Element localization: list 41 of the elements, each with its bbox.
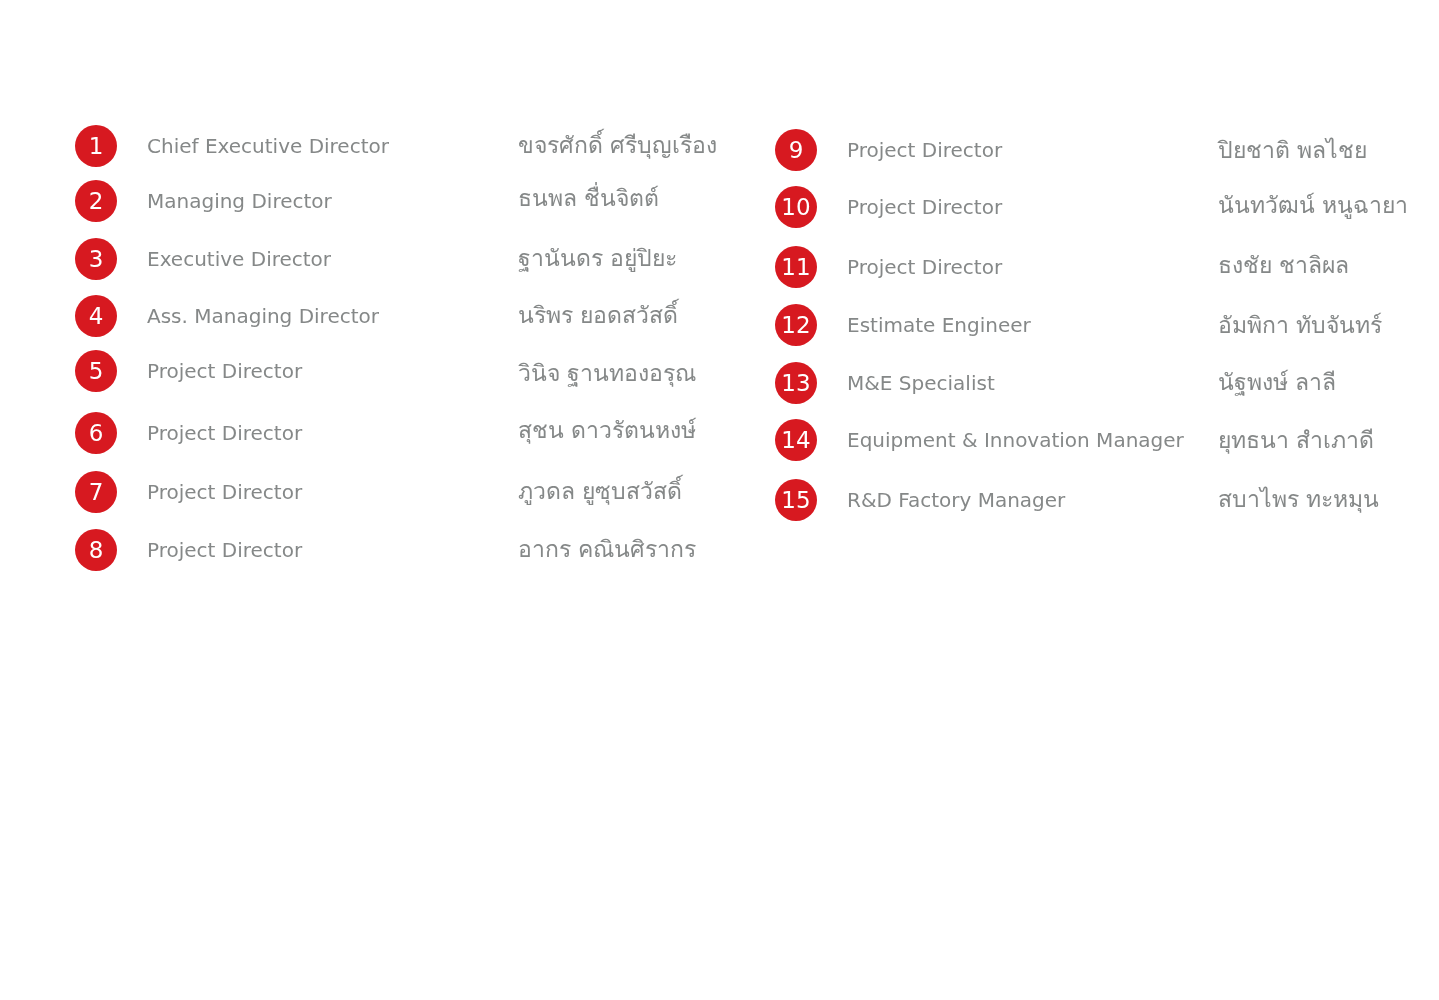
job-title: Managing Director [147,190,332,212]
number-badge: 14 [775,419,817,461]
number-badge: 3 [75,238,117,280]
job-title: Ass. Managing Director [147,305,379,327]
job-title: Executive Director [147,248,332,270]
number-badge: 13 [775,362,817,404]
number-badge: 11 [775,246,817,288]
person-name: ธงชัย ชาลิผล [1218,252,1350,280]
number-badge: 10 [775,186,817,228]
number-badge: 15 [775,479,817,521]
person-name: นันทวัฒน์ หนูฉายา [1218,192,1409,220]
number-badge: 7 [75,471,117,513]
job-title: Project Director [847,256,1003,278]
job-title: Chief Executive Director [147,135,389,157]
number-badge: 2 [75,180,117,222]
job-title: R&D Factory Manager [847,489,1066,511]
person-name: ยุทธนา สำเภาดี [1218,427,1375,455]
number-badge: 6 [75,412,117,454]
job-title: Project Director [847,139,1003,161]
job-title: Project Director [147,360,303,382]
number-badge: 12 [775,304,817,346]
person-name: ปิยชาติ พลไชย [1218,137,1368,165]
job-title: Project Director [147,481,303,503]
job-title: M&E Specialist [847,372,995,394]
job-title: Equipment & Innovation Manager [847,429,1184,451]
person-name: ฐานันดร อยู่ปิยะ [518,245,678,273]
number-badge: 1 [75,125,117,167]
job-title: Project Director [147,539,303,561]
number-badge: 4 [75,295,117,337]
person-name: สุชน ดาวรัตนหงษ์ [518,417,697,445]
number-badge: 8 [75,529,117,571]
person-name: อัมพิกา ทับจันทร์ [1218,312,1383,340]
person-name: นัฐพงษ์ ลาลี [1218,369,1337,397]
person-name: วินิจ ฐานทองอรุณ [518,360,697,388]
number-badge: 5 [75,350,117,392]
person-name: อากร คณินศิรากร [518,536,697,564]
person-name: สบาไพร ทะหมุน [1218,486,1380,514]
job-title: Project Director [147,422,303,444]
job-title: Project Director [847,196,1003,218]
number-badge: 9 [775,129,817,171]
job-title: Estimate Engineer [847,314,1031,336]
